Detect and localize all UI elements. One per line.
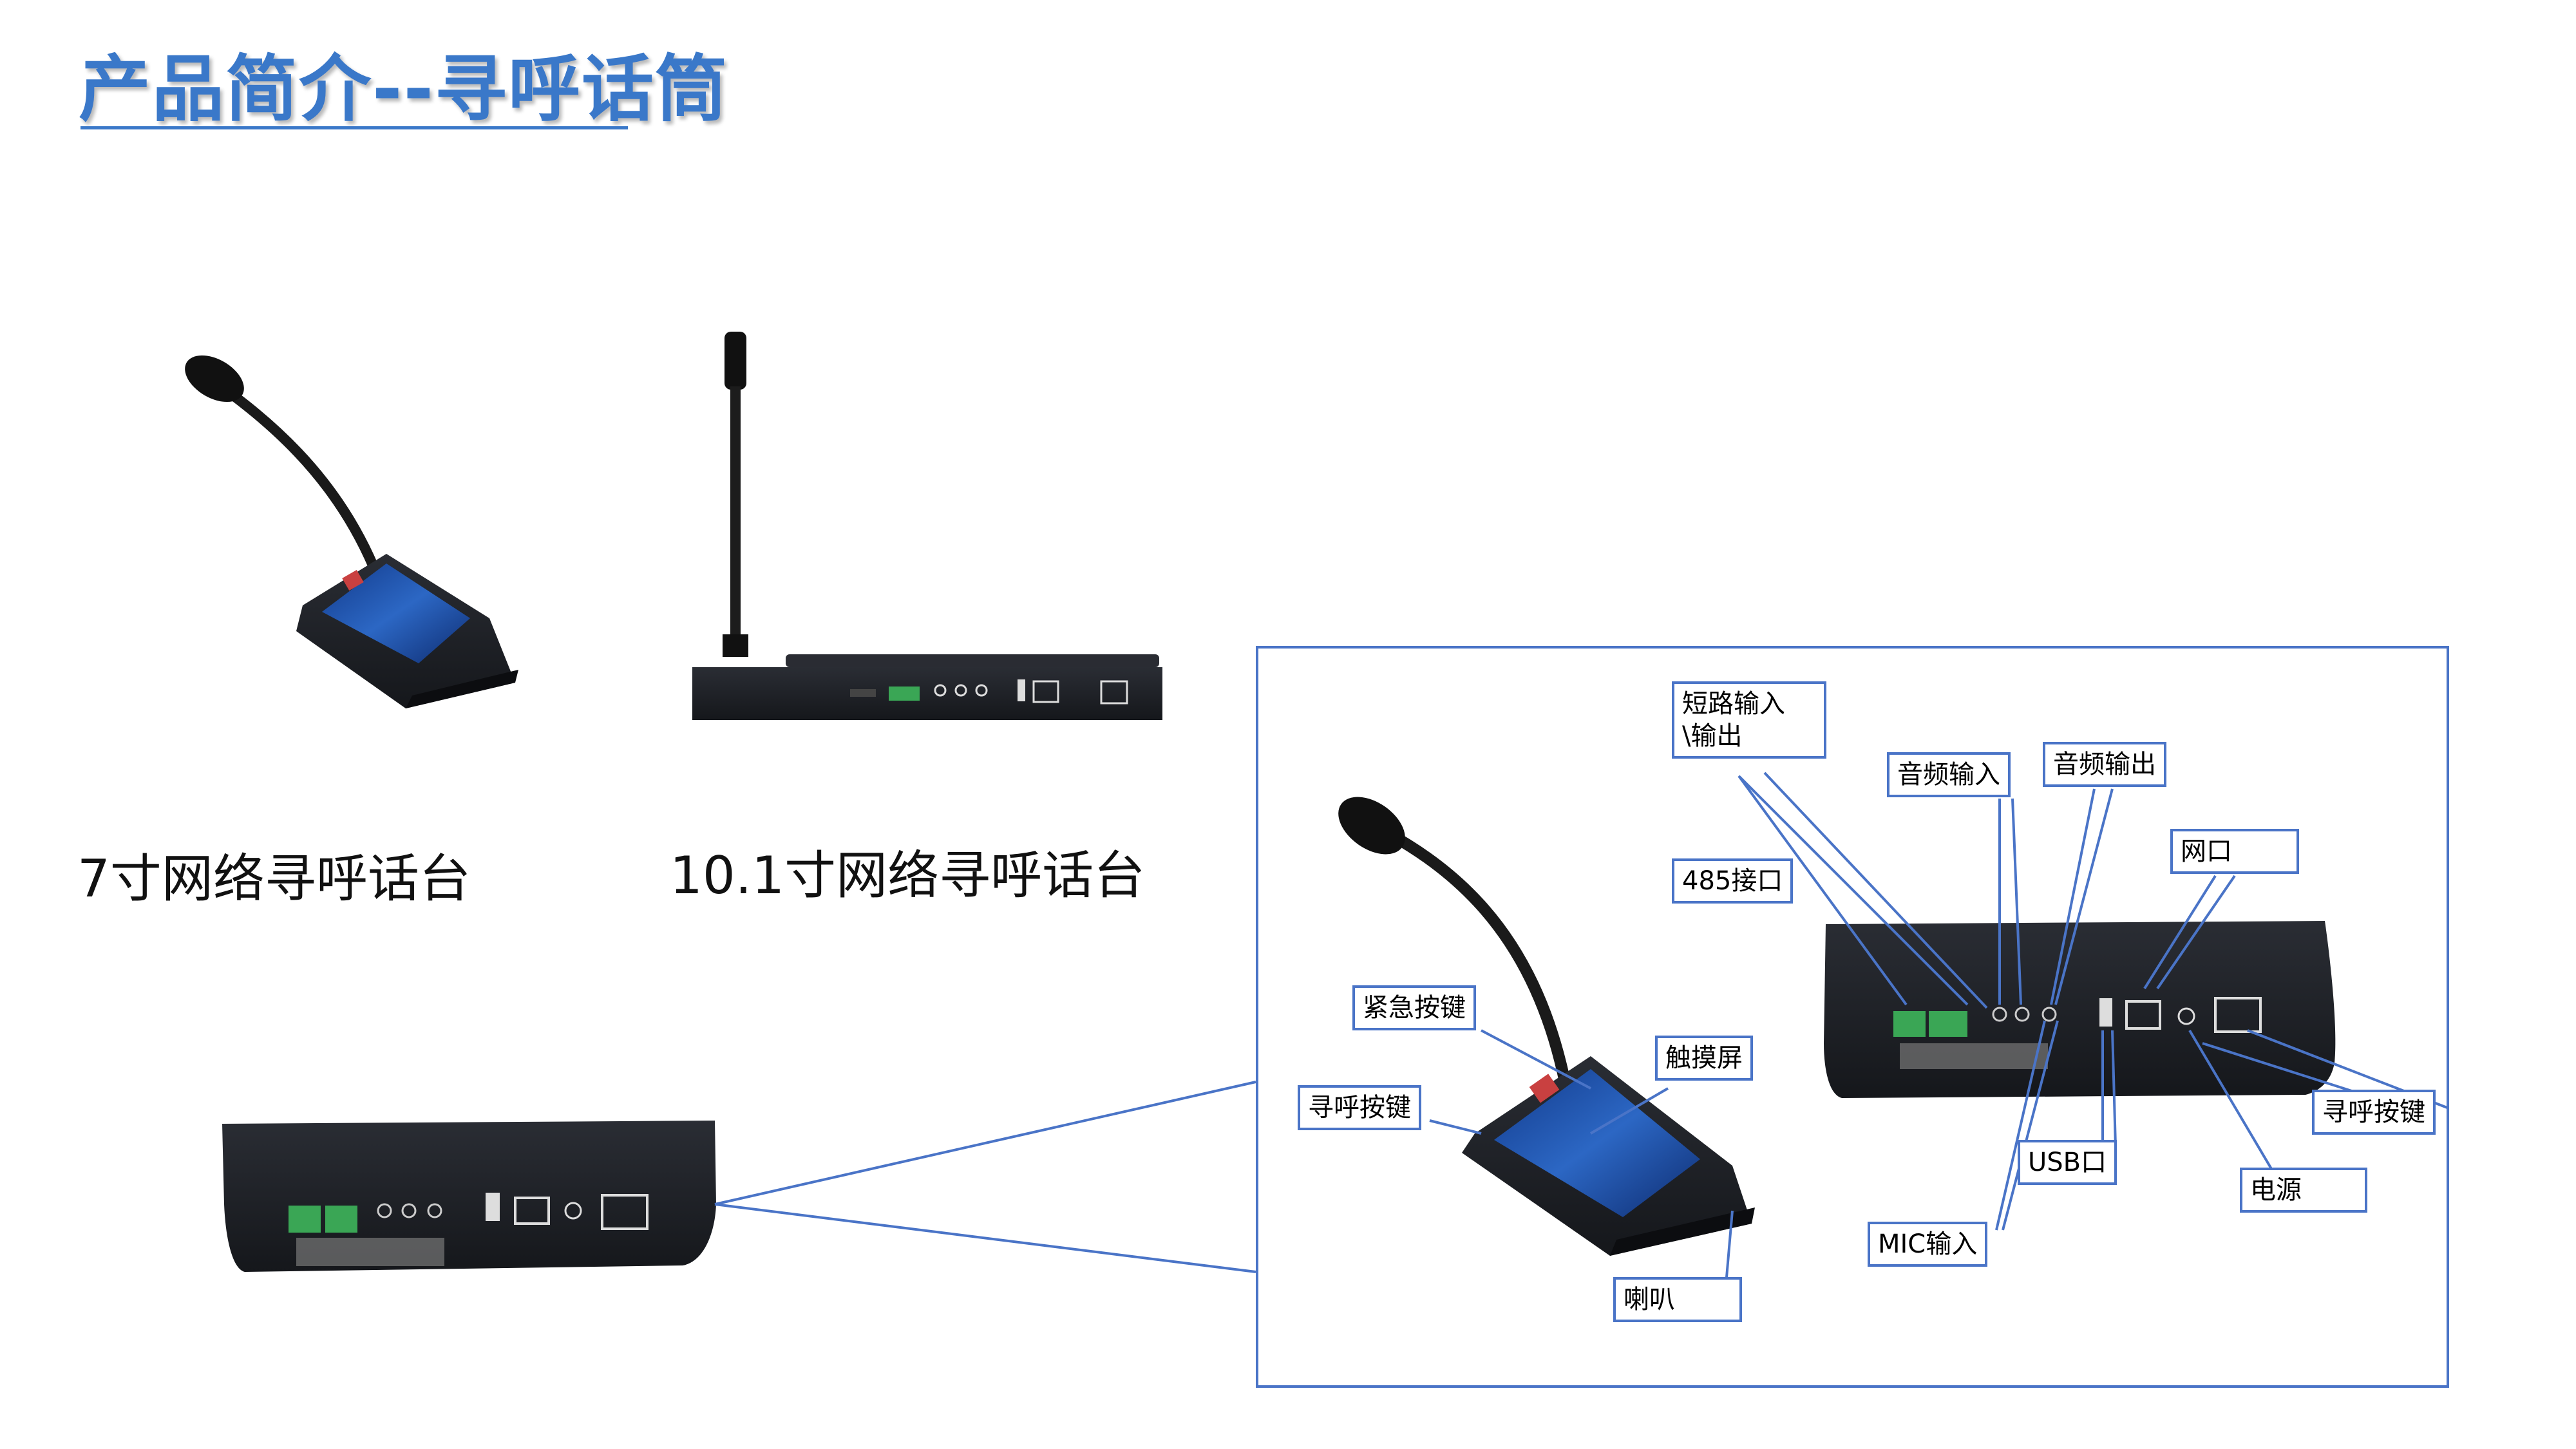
page-title: 产品简介--寻呼话筒 <box>79 48 728 131</box>
callout-usb-port: USB口 <box>2018 1140 2117 1185</box>
detail-frame <box>1256 646 2449 1388</box>
zoom-line-bottom <box>714 1203 1256 1273</box>
callout-short-circuit: 短路输入\输出 <box>1672 681 1826 759</box>
callout-mic-input: MIC输入 <box>1868 1222 1988 1267</box>
zoom-line-top <box>714 1081 1256 1206</box>
callout-audio-output: 音频输出 <box>2043 742 2166 787</box>
title-underline <box>80 126 628 129</box>
rear-panel-image <box>222 1121 716 1272</box>
detail-console-image <box>1338 797 1755 1256</box>
callout-485-port: 485接口 <box>1672 858 1794 904</box>
product-caption-10inch: 10.1寸网络寻呼话台 <box>670 846 1146 905</box>
detail-rear-panel-image <box>1824 921 2336 1098</box>
callout-audio-input: 音频输入 <box>1887 752 2011 797</box>
callout-power: 电源 <box>2240 1168 2367 1213</box>
console-7inch-image <box>185 355 518 708</box>
callout-emergency-key: 紧急按键 <box>1352 985 1476 1030</box>
callout-touch-screen: 触摸屏 <box>1655 1036 1753 1081</box>
callout-page-key-right: 寻呼按键 <box>2312 1090 2436 1135</box>
callout-speaker: 喇叭 <box>1613 1277 1742 1322</box>
callout-network-port: 网口 <box>2170 829 2299 874</box>
product-caption-7inch: 7寸网络寻呼话台 <box>77 849 471 909</box>
callout-page-key-left: 寻呼按键 <box>1298 1085 1421 1130</box>
console-10inch-image <box>692 332 1162 720</box>
